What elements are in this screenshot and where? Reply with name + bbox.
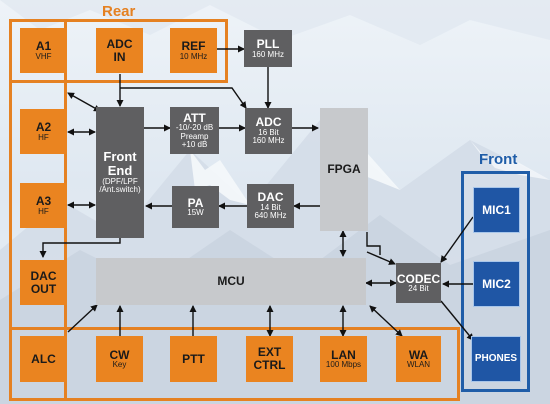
- a3-sub: HF: [38, 206, 49, 216]
- codec-sub: 24 Bit: [408, 284, 429, 294]
- fpga-title: FPGA: [327, 162, 361, 177]
- ref-sub: 10 MHz: [179, 51, 208, 61]
- dac-block: DAC 14 Bit 640 MHz: [247, 184, 294, 228]
- att-block: ATT -10/-20 dB Preamp +10 dB: [170, 107, 219, 154]
- adc-in-block: ADC IN: [96, 28, 143, 73]
- a3-block: A3 HF: [20, 183, 67, 228]
- att-sub2: Preamp: [180, 131, 209, 141]
- front-end-sub2: /Ant.switch): [99, 185, 141, 195]
- a1-block: A1 VHF: [20, 28, 67, 73]
- alc-block: ALC: [20, 336, 67, 382]
- pll-title: PLL: [256, 37, 280, 51]
- front-label: Front: [479, 151, 518, 168]
- ref-block: REF 10 MHz: [170, 28, 217, 73]
- dac-out-block: DAC OUT: [20, 260, 67, 305]
- front-frame: [461, 171, 530, 392]
- ext-ctrl-title: EXT: [257, 345, 282, 360]
- pll-block: PLL 160 MHz: [244, 30, 292, 67]
- pa-sub: 15W: [187, 208, 204, 218]
- mic1-title: MIC1: [482, 202, 511, 217]
- adc-block: ADC 16 Bit 160 MHz: [245, 108, 292, 154]
- ref-title: REF: [181, 39, 206, 53]
- mic2-title: MIC2: [482, 276, 511, 291]
- mcu-title: MCU: [217, 274, 245, 289]
- adc-in-title: ADC: [106, 36, 133, 51]
- wa-sub: WLAN: [406, 360, 431, 370]
- rear-bottom-frame: [9, 327, 460, 401]
- wa-block: WA WLAN: [396, 336, 441, 382]
- mic2-block: MIC2: [473, 261, 520, 307]
- cw-sub: Key: [112, 360, 127, 370]
- a3-title: A3: [35, 194, 52, 208]
- dac-sub2: 640 MHz: [254, 211, 287, 221]
- phones-title: PHONES: [474, 352, 518, 364]
- lan-sub: 100 Mbps: [325, 360, 362, 370]
- dac-out-title: DAC: [30, 268, 57, 283]
- front-end-title: Front: [103, 149, 137, 165]
- a2-title: A2: [35, 120, 52, 134]
- mcu-block: MCU: [96, 258, 366, 305]
- a2-block: A2 HF: [20, 109, 67, 154]
- codec-title: CODEC: [396, 271, 441, 286]
- adc-sub: 16 Bit: [258, 127, 279, 137]
- lan-block: LAN 100 Mbps: [320, 336, 367, 382]
- ext-ctrl-title2: CTRL: [253, 358, 286, 372]
- pa-block: PA 15W: [172, 186, 219, 228]
- front-end-block: Front End (DPF/LPF /Ant.switch): [96, 107, 144, 238]
- lan-title: LAN: [331, 347, 356, 362]
- adc-sub2: 160 MHz: [252, 136, 285, 146]
- front-end-sub: (DPF/LPF: [102, 176, 138, 186]
- att-title: ATT: [183, 110, 206, 125]
- a1-title: A1: [35, 39, 52, 53]
- dac-title: DAC: [257, 190, 284, 205]
- pll-sub: 160 MHz: [251, 49, 284, 59]
- a1-sub: VHF: [35, 51, 52, 61]
- codec-block: CODEC 24 Bit: [396, 263, 441, 303]
- phones-block: PHONES: [471, 336, 521, 382]
- att-sub3: +10 dB: [181, 139, 208, 149]
- mic1-block: MIC1: [473, 187, 520, 233]
- att-sub: -10/-20 dB: [175, 123, 214, 133]
- dac-out-title2: OUT: [30, 281, 57, 296]
- alc-title: ALC: [31, 351, 56, 366]
- fpga-block: FPGA: [320, 108, 368, 231]
- cw-title: CW: [109, 347, 130, 362]
- adc-in-title2: IN: [113, 49, 126, 64]
- ext-ctrl-block: EXT CTRL: [246, 336, 293, 382]
- cw-block: CW Key: [96, 336, 143, 382]
- rear-label: Rear: [102, 3, 136, 20]
- dac-sub: 14 Bit: [260, 202, 281, 212]
- front-end-title2: End: [107, 163, 133, 179]
- ptt-title: PTT: [182, 351, 205, 366]
- wa-title: WA: [408, 347, 429, 362]
- a2-sub: HF: [38, 132, 49, 142]
- pa-title: PA: [187, 195, 204, 210]
- adc-title: ADC: [255, 115, 282, 130]
- ptt-block: PTT: [170, 336, 217, 382]
